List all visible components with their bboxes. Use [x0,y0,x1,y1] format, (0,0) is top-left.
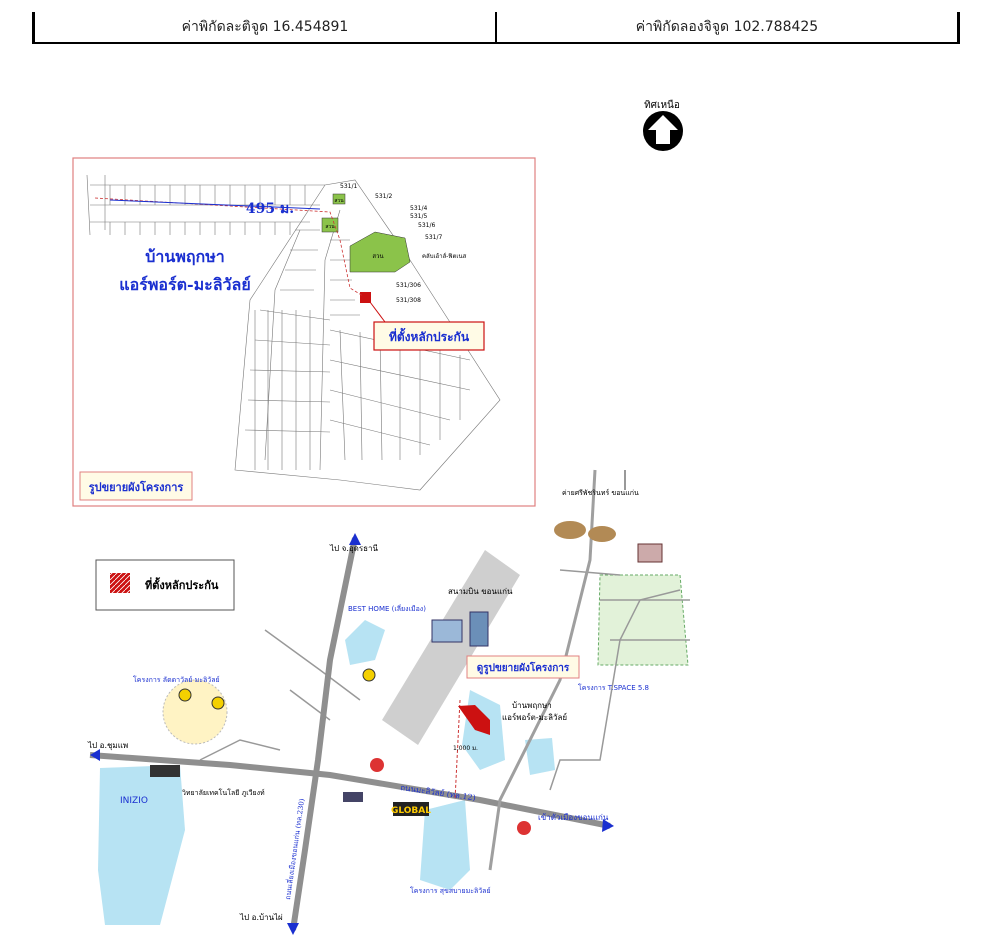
detail-lot-rows [86,174,501,491]
water-body [345,620,385,665]
plot-label: 531/1 [340,183,357,190]
detail-route [94,197,364,297]
latitude-cell: ค่าพิกัดละติจูด 16.454891 [181,19,349,35]
camp-label: ค่ายศรีพัชรินทร์ ขอนแก่น [562,489,639,497]
plot-label: 531/7 [425,234,442,241]
airport-runway [382,550,520,745]
ladawan-area [162,679,228,745]
hospital-icon [637,543,663,563]
distance-road-label: 1,000 ม. [453,745,478,752]
club-label: คลับเฮ้าส์-ฟิตเนส [422,252,467,260]
distance-label: 495 ม. [246,201,294,217]
airport-terminal-icon [469,611,489,647]
tank-icon [588,526,616,542]
building-icon [343,792,363,802]
tspace-label: โครงการ T.SPACE 5.8 [578,683,649,692]
legend-label: ที่ตั้งหลักประกัน [145,577,219,592]
poi-2-icon [362,668,376,682]
mali-park-label: โครงการ สุขสบายมะลิวัลย์ [410,886,491,895]
longitude-cell: ค่าพิกัดลองจิจูด 102.788425 [495,12,957,42]
overview-map: ที่ตั้งหลักประกัน [87,469,690,935]
water-body [420,800,470,890]
global-store-icon [393,802,429,816]
park-label-2: สวน [325,224,335,230]
tank-icon [554,521,586,539]
north-arrow: ทิศเหนือ [643,99,683,151]
gas-station-icon [370,758,384,772]
project-title-1: บ้านพฤกษา [145,247,225,266]
best-home-label: BEST HOME (เลี่ยงเมือง) [348,604,426,613]
expand-callout-label: ดูรูปขยายผังโครงการ [477,661,570,675]
coordinate-bar: ค่าพิกัดละติจูด 16.454891 ค่าพิกัดลองจิจ… [32,12,960,44]
arrow-west-icon [90,749,100,761]
tspace-area [597,574,689,666]
plot-label: 531/6 [418,222,435,229]
plot-label: 531/4 [410,205,427,212]
detail-map: สวน สวน สวน 495 ม. 531/1 531/2 531/4 531… [72,157,536,507]
plot-label: 531/5 [410,213,427,220]
project-label-1: บ้านพฤกษา [512,701,552,710]
overview-collateral [458,705,490,735]
expand-callout [466,655,580,679]
park-label-1: สวน [334,198,344,204]
mali-road-label: ถนนมะลิวัลย์ (ทล.12) [400,782,477,802]
project-label-2: แอร์พอร์ต-มะลิวัลย์ [502,712,567,722]
central-park [349,231,411,273]
arrow-east-icon [602,819,614,832]
poi-3-icon [211,696,225,710]
poi-1-icon [178,688,192,702]
overview-route [454,699,461,801]
ladawan-label: โครงการ ลัดดาวัลย์ มะลิวัลย์ [133,675,220,684]
detail-caption-box [79,471,193,501]
plot-label: 531/2 [375,193,392,200]
mali-road [89,752,611,829]
plot-label: 531/308 [396,297,421,304]
to-banphai-label: ไป อ.บ้านไผ่ [239,913,283,922]
park-label-3: สวน [372,253,383,260]
global-store-label: GLOBAL [391,806,431,816]
arrow-south-icon [287,923,299,935]
poi-icon [517,821,531,835]
detail-caption: รูปขยายผังโครงการ [89,480,184,495]
collateral-callout [373,321,485,351]
collateral-callout-label: ที่ตั้งหลักประกัน [389,327,470,344]
plot-label: 531/306 [396,282,421,289]
to-city-label: เข้าตัวเมืองขอนแก่น [538,813,609,822]
water-body [98,765,185,925]
arrow-north-icon [349,533,361,545]
project-title-2: แอร์พอร์ต-มะลิวัลย์ [119,275,250,294]
inizio-label: INIZIO [120,796,148,806]
to-chumphae-label: ไป อ.ชุมแพ [87,741,128,750]
college-label: วิทยาลัยเทคโนโลยี ภูเวียงท์ [182,788,265,797]
bypass-road [290,537,358,931]
airport-label: สนามบิน ขอนแก่น [448,587,513,596]
water-body [525,738,555,775]
airport-icon [431,619,463,643]
to-udon-label: ไป จ.อุดรธานี [329,544,379,553]
north-label: ทิศเหนือ [644,99,680,111]
college-icon [150,765,180,777]
detail-collateral-plot [360,292,371,303]
